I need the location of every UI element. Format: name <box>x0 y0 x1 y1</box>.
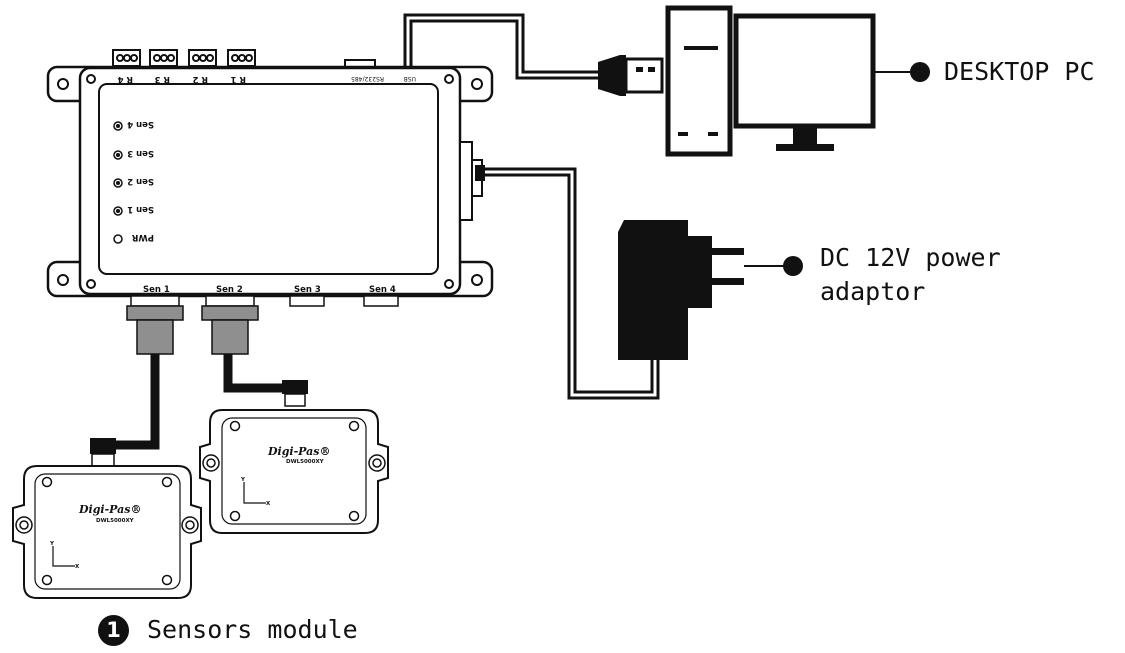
sensor-2-axis-x: X <box>266 501 271 507</box>
sensor-cable-2 <box>223 348 296 393</box>
callout-dots <box>783 62 930 276</box>
monitor-icon <box>733 13 876 151</box>
port-label-usb: USB <box>404 75 416 82</box>
controller-box: R 4 R 3 R 2 R 1 RS232/485 USB Sen 4 Sen … <box>46 49 494 307</box>
power-adaptor-label-line1: DC 12V power <box>820 243 1001 272</box>
indicator-label-sen1: Sen 1 <box>127 204 154 214</box>
indicator-label-sen2: Sen 2 <box>127 176 154 186</box>
bottom-ports: Sen 1 Sen 2 Sen 3 Sen 4 <box>143 285 399 307</box>
pc-tower-icon <box>665 5 733 157</box>
sensor-1-axis-y: Y <box>49 541 55 547</box>
indicator-label-pwr: PWR <box>131 232 154 242</box>
power-adaptor-icon <box>618 220 744 360</box>
desktop-pc-label: DESKTOP PC <box>944 57 1095 86</box>
port-label-sen2: Sen 2 <box>216 285 243 295</box>
sensor-1-axis-x: X <box>75 564 80 570</box>
sensor-2-axis-y: Y <box>240 477 246 483</box>
relay-label-r4: R 4 <box>117 74 133 84</box>
sensor-1-brand: Digi-Pas® <box>78 503 141 516</box>
sensor-cable-1 <box>104 348 160 450</box>
port-label-sen4: Sen 4 <box>369 285 396 295</box>
desktop-pc-callout-dot <box>910 62 930 82</box>
indicator-label-sen4: Sen 4 <box>127 119 154 129</box>
led-pwr-icon <box>113 234 123 244</box>
relay-terminals <box>112 49 376 69</box>
sensor-1-axis-icon <box>52 546 75 567</box>
indicator-labels: Sen 4 Sen 3 Sen 2 Sen 1 PWR <box>127 119 154 242</box>
port-label-rs232: RS232/485 <box>351 75 384 82</box>
relay-labels: R 4 R 3 R 2 R 1 RS232/485 USB <box>117 74 416 84</box>
usb-plug-icon <box>598 55 664 96</box>
sensor-1-model: DWL5000XY <box>96 518 135 524</box>
sensors-number-badge: 1 <box>98 615 129 646</box>
usb-cable-inner <box>406 16 600 77</box>
power-jack <box>459 141 485 221</box>
relay-label-r2: R 2 <box>192 74 208 84</box>
sensor-plug-2 <box>201 295 259 355</box>
power-cable-inner <box>480 170 657 397</box>
sensor-2-axis-icon <box>243 482 266 504</box>
sensor-2-brand: Digi-Pas® <box>267 445 330 458</box>
sensor-module-2: Digi-Pas® DWL5000XY Y X <box>199 380 389 534</box>
port-label-sen1: Sen 1 <box>143 285 170 295</box>
port-label-sen3: Sen 3 <box>294 285 321 295</box>
indicator-leds <box>113 121 123 244</box>
mounting-holes <box>57 74 483 289</box>
controller-panel <box>98 83 439 275</box>
power-adaptor-label: DC 12V power adaptor <box>820 241 1001 309</box>
relay-label-r1: R 1 <box>230 74 246 84</box>
relay-label-r3: R 3 <box>154 74 170 84</box>
indicator-label-sen3: Sen 3 <box>127 148 154 158</box>
sensor-2-model: DWL5000XY <box>286 459 325 465</box>
sensor-plug-1 <box>126 295 184 355</box>
power-callout-dot <box>783 256 803 276</box>
sensor-module-1: Digi-Pas® DWL5000XY Y X <box>12 438 202 599</box>
sensors-module-label: Sensors module <box>147 615 358 644</box>
power-adaptor-label-line2: adaptor <box>820 277 926 306</box>
